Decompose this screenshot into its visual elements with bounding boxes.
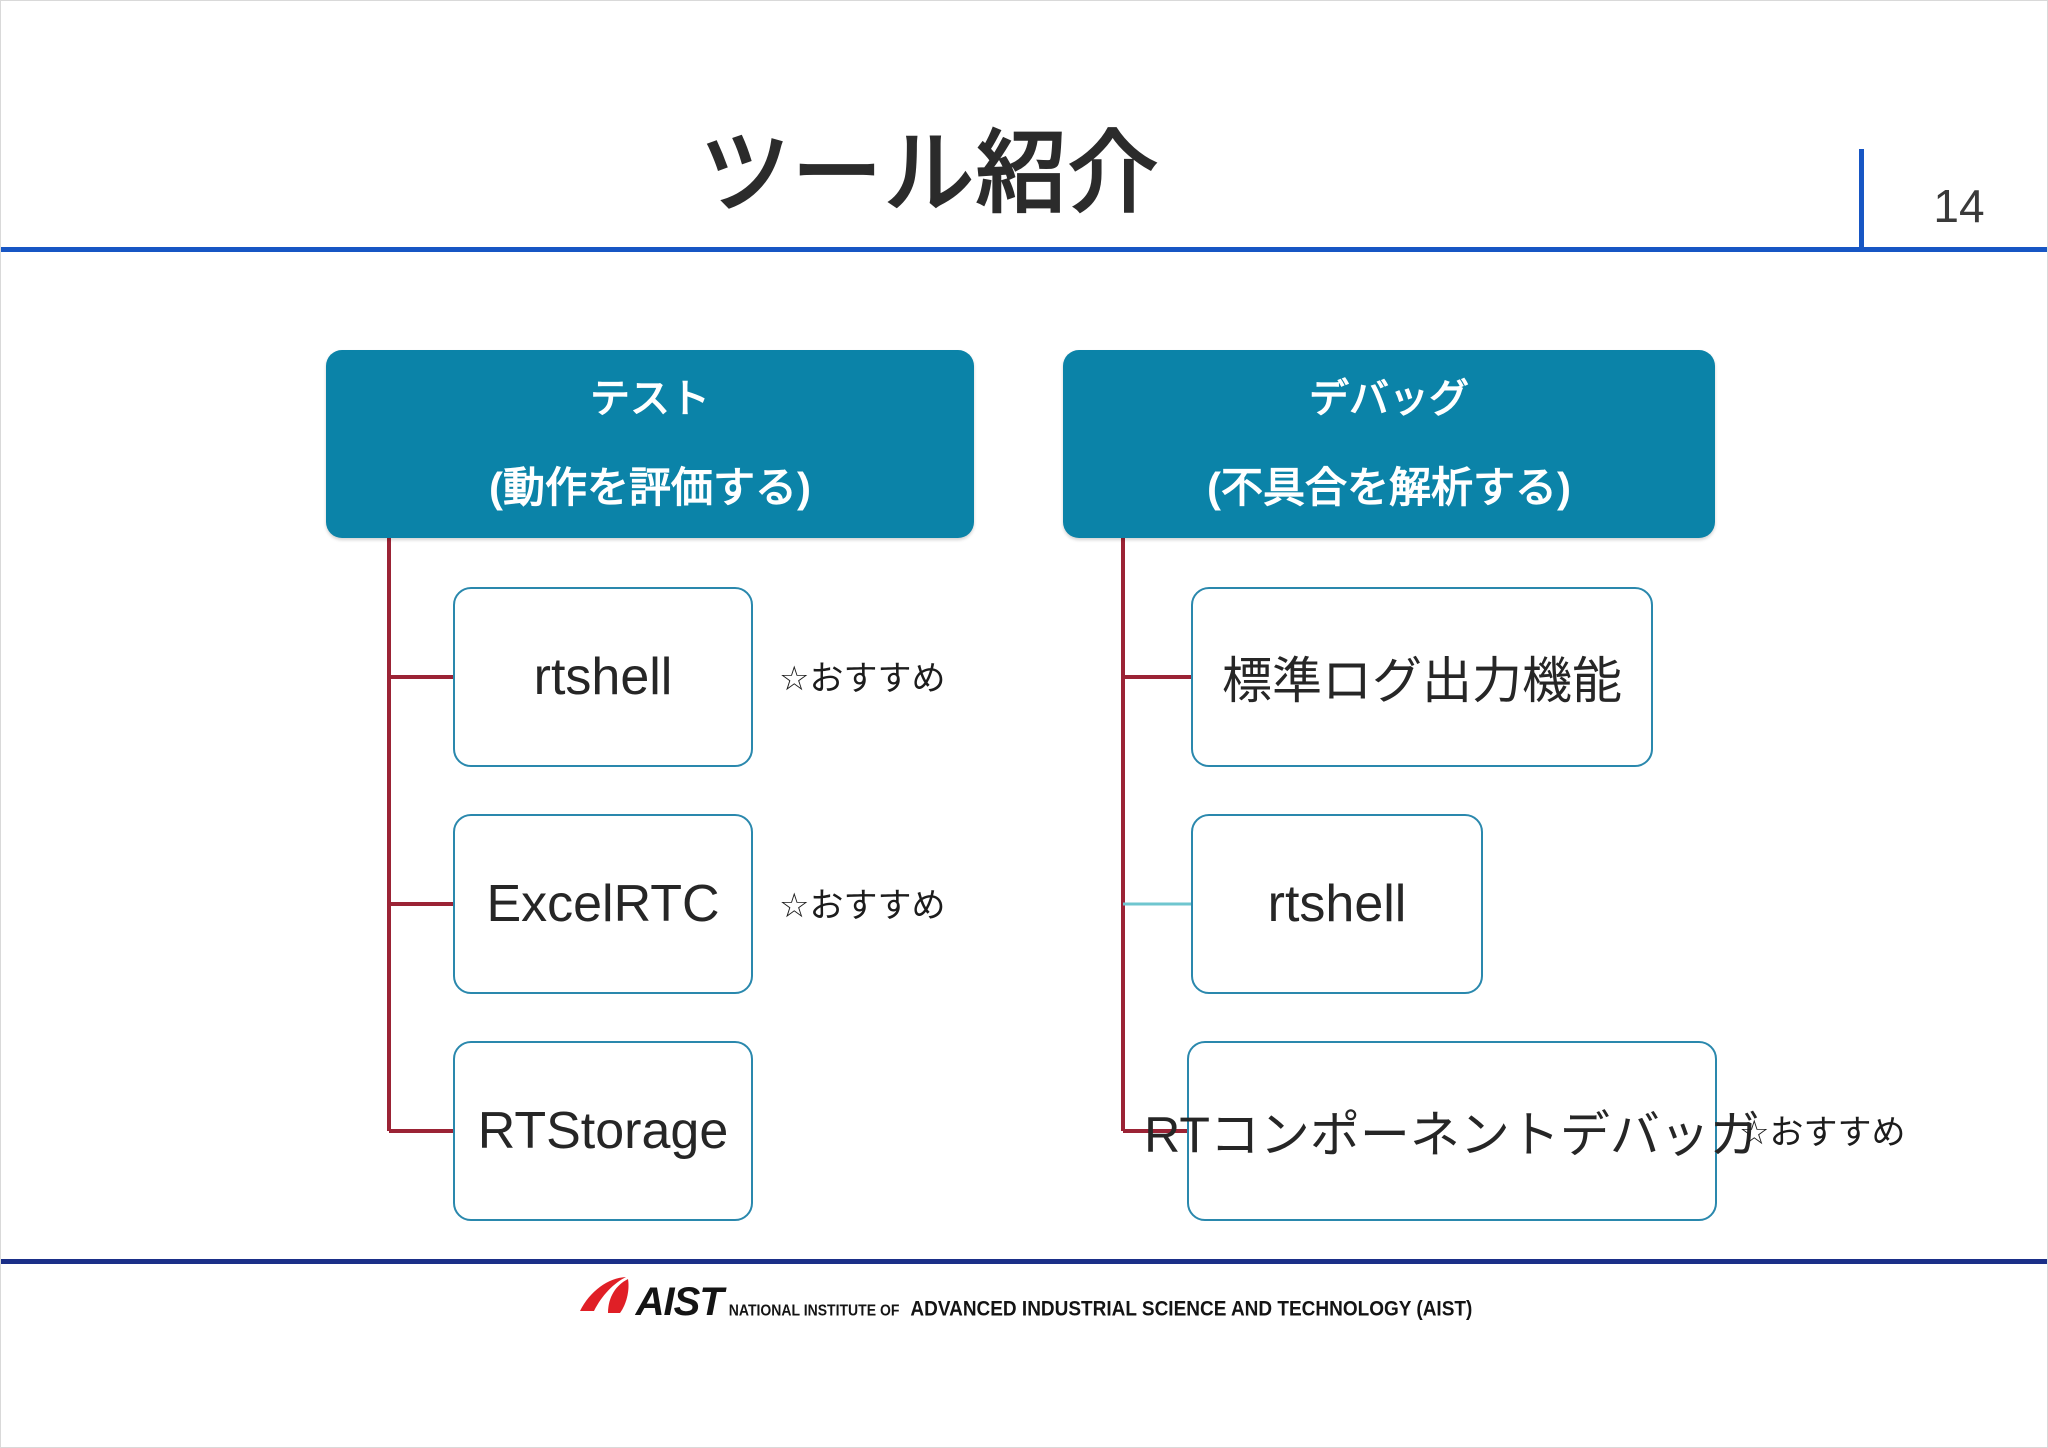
aist-national-institute-of: NATIONAL INSTITUTE OF xyxy=(728,1300,900,1320)
header-divider xyxy=(1859,149,1864,251)
tool-diagram: テスト (動作を評価する) デバッグ (不具合を解析する) rtshell ☆お… xyxy=(1,252,2047,1252)
tool-label: ExcelRTC xyxy=(486,875,720,933)
tool-label: RTStorage xyxy=(477,1102,729,1160)
tool-box-rtshell-test[interactable]: rtshell xyxy=(453,587,753,767)
tool-label: rtshell xyxy=(533,648,673,706)
aist-wordmark: AIST xyxy=(635,1280,724,1324)
recommend-badge-excelrtc: ☆おすすめ xyxy=(779,887,946,925)
category-title-debug: デバッグ xyxy=(1309,376,1469,421)
tool-label: RTコンポーネントデバッガ xyxy=(1144,1107,1760,1163)
category-subtitle-debug: (不具合を解析する) xyxy=(1207,463,1571,511)
footer-rule xyxy=(1,1259,2047,1264)
recommend-badge-rt-component-debugger: ☆おすすめ xyxy=(1739,1114,1906,1152)
tool-box-rtshell-debug[interactable]: rtshell xyxy=(1191,814,1483,994)
tool-label: rtshell xyxy=(1267,875,1407,933)
header-rule xyxy=(1,247,2047,252)
page-number: 14 xyxy=(1933,180,1985,232)
tool-box-rt-component-debugger[interactable]: RTコンポーネントデバッガ xyxy=(1144,1041,1760,1221)
page-title: ツール紹介 xyxy=(700,124,1160,224)
category-header-test[interactable]: テスト (動作を評価する) xyxy=(326,350,974,538)
tool-box-standard-log-output[interactable]: 標準ログ出力機能 xyxy=(1191,587,1653,767)
category-header-debug[interactable]: デバッグ (不具合を解析する) xyxy=(1063,350,1715,538)
category-subtitle-test: (動作を評価する) xyxy=(489,463,811,511)
aist-swoosh-icon xyxy=(579,1277,629,1313)
tool-box-excelrtc[interactable]: ExcelRTC xyxy=(453,814,753,994)
aist-full-name: ADVANCED INDUSTRIAL SCIENCE AND TECHNOLO… xyxy=(910,1297,1473,1322)
tool-label: 標準ログ出力機能 xyxy=(1222,653,1622,709)
category-title-test: テスト xyxy=(590,376,710,421)
footer-logo-area: AIST NATIONAL INSTITUTE OF ADVANCED INDU… xyxy=(1,1275,2047,1324)
tool-box-rtstorage[interactable]: RTStorage xyxy=(453,1041,753,1221)
recommend-badge-rtshell-test: ☆おすすめ xyxy=(779,660,946,698)
